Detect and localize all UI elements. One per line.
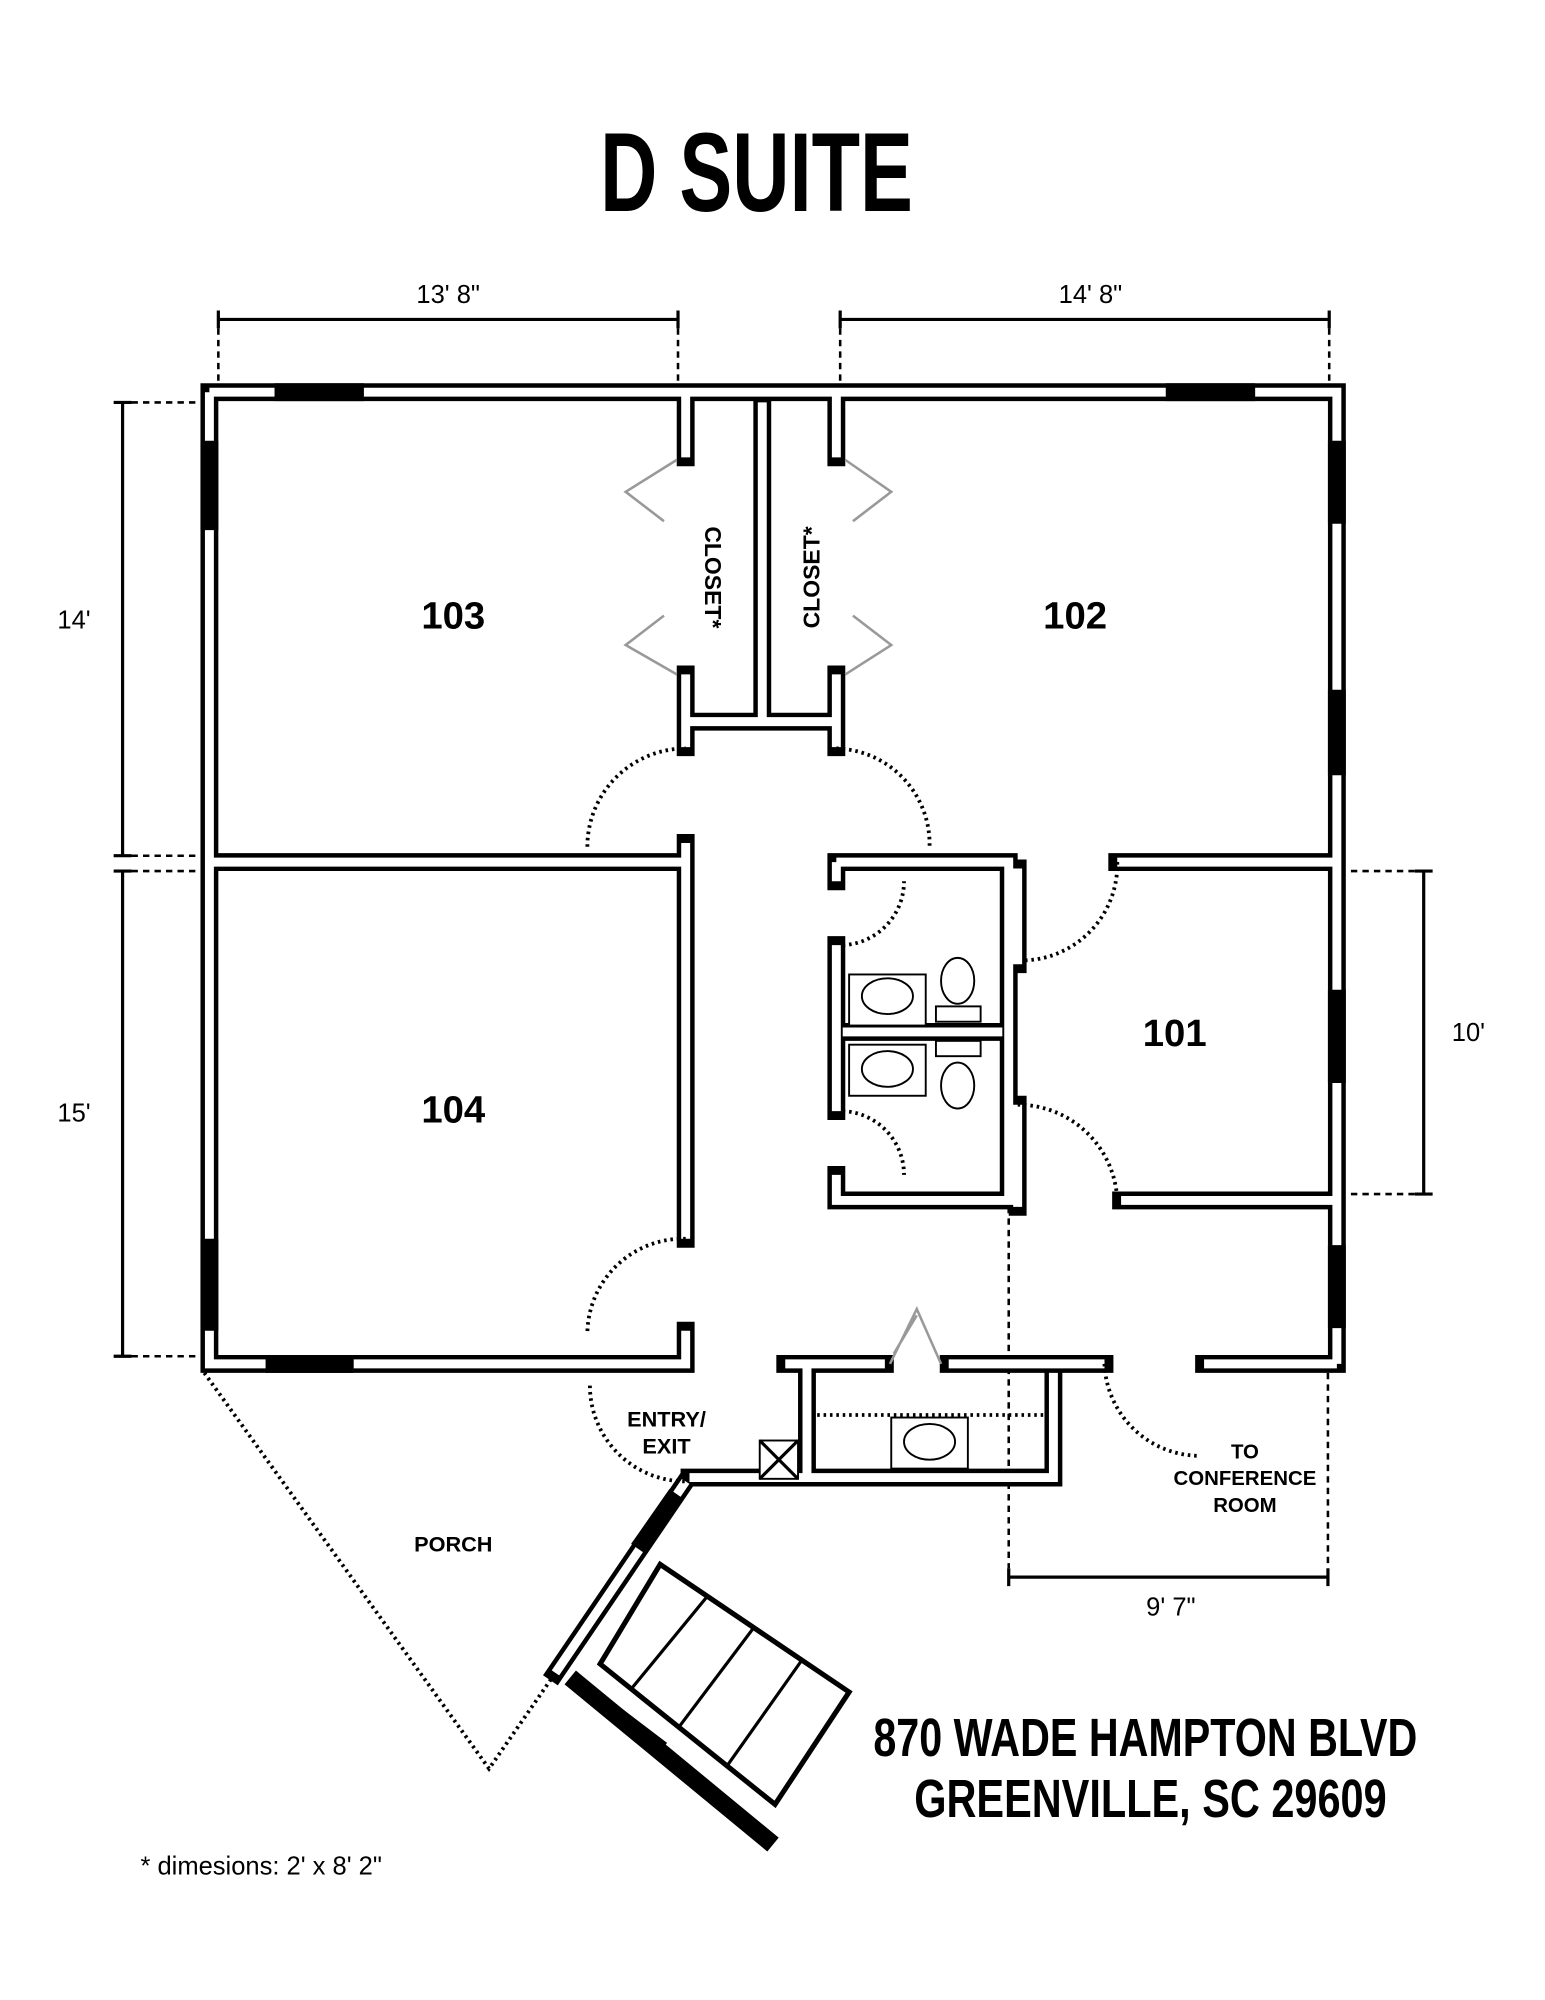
closet-left-label: CLOSET*	[700, 526, 726, 628]
address-line-2: GREENVILLE, SC 29609	[914, 1769, 1386, 1829]
toilet-icon	[940, 956, 976, 1005]
closet-doors	[623, 458, 943, 1365]
walls	[200, 383, 1346, 1852]
conference-label-3: ROOM	[1213, 1495, 1276, 1517]
dimension-104-depth: 15'	[57, 1099, 90, 1127]
room-101-label: 101	[1143, 1012, 1207, 1055]
dimension-101-depth: 10'	[1452, 1019, 1485, 1047]
closet-right-label: CLOSET*	[799, 526, 825, 628]
room-104-label: 104	[421, 1089, 486, 1132]
entry-label: ENTRY/	[627, 1406, 706, 1431]
entry-steps	[596, 1560, 853, 1809]
page-title: D SUITE	[600, 109, 913, 235]
conference-label-1: TO	[1231, 1441, 1259, 1463]
address-line-1: 870 WADE HAMPTON BLVD	[873, 1708, 1417, 1768]
porch-outline	[202, 1371, 558, 1772]
porch-label: PORCH	[414, 1532, 492, 1557]
conference-label-2: CONFERENCE	[1174, 1468, 1317, 1490]
windows	[200, 383, 1346, 1555]
bathroom-fixtures	[758, 956, 982, 1480]
toilet-icon	[940, 1061, 976, 1110]
footnote: * dimesions: 2' x 8' 2"	[140, 1853, 381, 1881]
exit-label: EXIT	[642, 1433, 691, 1458]
dimension-lines	[113, 310, 1433, 1587]
room-102-label: 102	[1043, 594, 1107, 637]
door-swings	[202, 746, 1201, 1772]
dimension-103-depth: 14'	[57, 606, 90, 634]
dimension-103-width: 13' 8"	[416, 281, 480, 309]
dimension-hall-width: 9' 7"	[1146, 1593, 1195, 1621]
dimension-102-width: 14' 8"	[1059, 281, 1123, 309]
room-103-label: 103	[421, 594, 485, 637]
